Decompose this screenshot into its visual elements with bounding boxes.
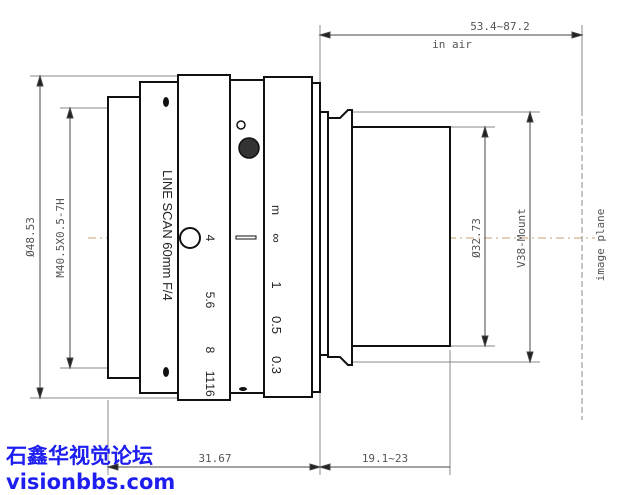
mount-diameter-label: Ø32.73 [470,218,483,258]
distance-scale-label: 0.3 [269,356,284,374]
dimension-lines [36,31,584,471]
mount-type-label: V38-Mount [515,208,528,268]
image-plane-label: image plane [594,209,607,282]
overall-note-label: in air [432,38,472,51]
front-length-label: 31.67 [198,452,231,465]
aperture-scale-label: 16 [203,383,217,397]
lens-body [107,74,451,401]
distance-unit: m [269,205,283,215]
distance-scale-label: 1 [269,281,284,288]
aperture-scale-label: 5.6 [203,292,217,309]
watermark-title: 石鑫华视觉论坛 [6,444,153,468]
distance-scale-label: ∞ [269,233,284,242]
outer-diameter-label: Ø48.53 [24,217,37,257]
distance-scale: ∞ 1 0.5 0.3 [269,233,284,374]
lens-model-label: LINE SCAN 60mm F/4 [160,170,175,301]
overall-length-label: 53.4~87.2 [470,20,530,33]
aperture-scale-label: 4 [203,235,217,242]
lock-screw-knob [238,137,260,159]
distance-scale-label: 0.5 [269,316,284,334]
back-focus-label: 19.1~23 [362,452,408,465]
filter-thread-label: M40.5X0.5-7H [54,198,67,277]
aperture-scale-label: 8 [203,347,217,354]
aperture-scale-label: 11 [203,371,217,384]
watermark-url: visionbbs.com [6,470,176,494]
